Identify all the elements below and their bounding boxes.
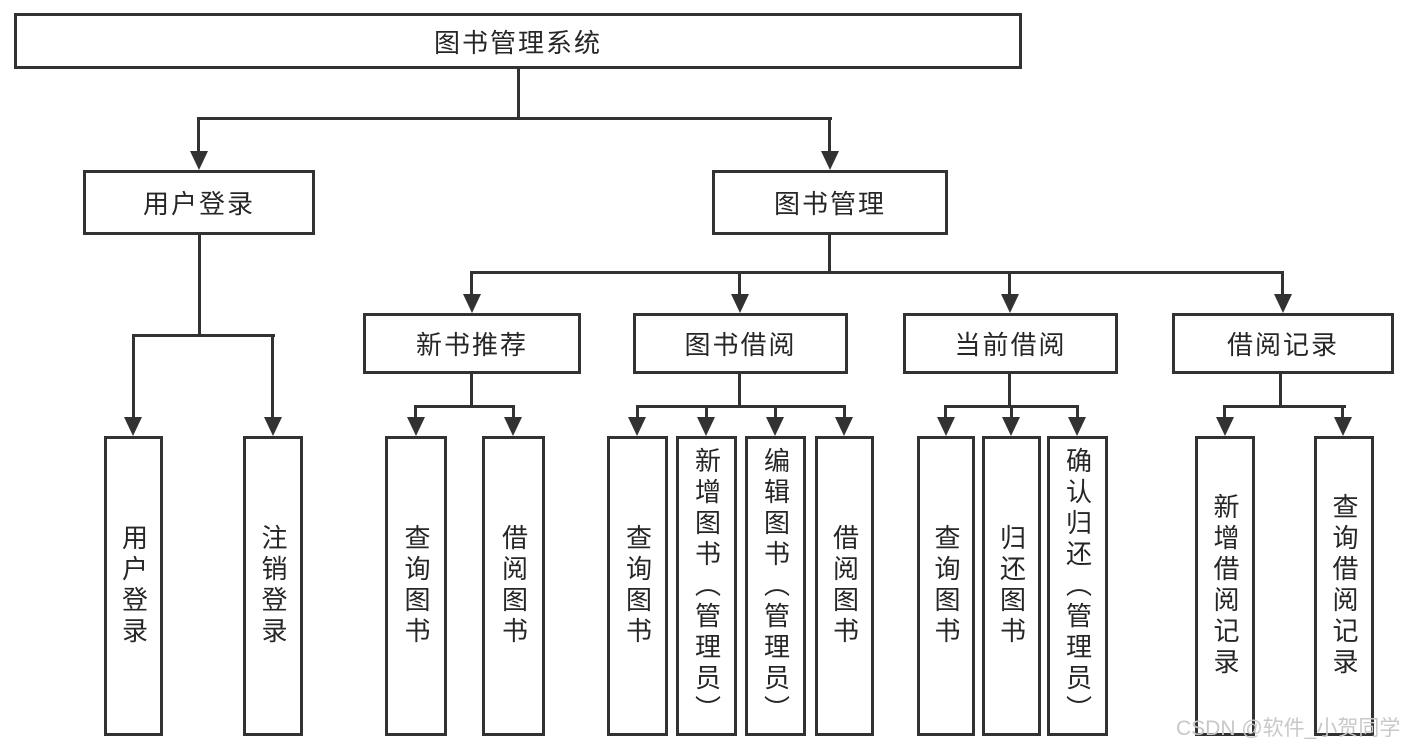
connector-login-stem (198, 235, 201, 336)
arrow-down-icon (463, 294, 481, 313)
leaf-bb-edit-books-admin: 编辑图书（管理员） (745, 436, 806, 736)
connector-drop-bb-add (705, 405, 708, 417)
leaf-bb-query-books: 查询图书 (607, 436, 668, 736)
arrow-down-icon (835, 417, 853, 436)
node-new-book-recommend: 新书推荐 (363, 313, 581, 374)
connector-drop-bb-query (636, 405, 639, 417)
arrow-down-icon (731, 294, 749, 313)
leaf-bb-add-books-admin: 新增图书（管理员） (676, 436, 737, 736)
arrow-down-icon (504, 417, 522, 436)
node-borrow-records: 借阅记录 (1172, 313, 1394, 374)
connector-borrow-bar (636, 405, 846, 408)
arrow-down-icon (407, 417, 425, 436)
connector-drop-cb-confirm (1076, 405, 1079, 417)
arrow-down-icon (937, 417, 955, 436)
node-current-borrow: 当前借阅 (903, 313, 1118, 374)
connector-drop-cb-return (1010, 405, 1013, 417)
node-root: 图书管理系统 (14, 13, 1022, 69)
connector-drop-rec-query (1341, 405, 1344, 417)
arrow-down-icon (264, 417, 282, 436)
connector-root-bar (197, 117, 832, 120)
connector-records-stem (1279, 374, 1282, 407)
connector-borrow-stem (738, 374, 741, 407)
leaf-rec-add-record: 新增借阅记录 (1195, 436, 1255, 736)
connector-records-bar (1223, 405, 1346, 408)
connector-root-stem (517, 68, 520, 120)
connector-drop-rec-add (1223, 405, 1226, 417)
leaf-cb-confirm-return-admin: 确认归还（管理员） (1047, 436, 1108, 736)
arrow-down-icon (1002, 417, 1020, 436)
connector-drop-cb-query (944, 405, 947, 417)
connector-manage-bar (470, 271, 1284, 274)
connector-drop-nb-query (414, 405, 417, 417)
arrow-down-icon (124, 417, 142, 436)
arrow-down-icon (1068, 417, 1086, 436)
leaf-bb-borrow-books: 借阅图书 (815, 436, 874, 736)
node-book-management: 图书管理 (712, 170, 948, 235)
arrow-down-icon (766, 417, 784, 436)
connector-current-stem (1008, 374, 1011, 407)
leaf-logout: 注销登录 (243, 436, 303, 736)
leaf-user-login: 用户登录 (104, 436, 163, 736)
connector-newbook-bar (414, 405, 515, 408)
connector-drop-records (1281, 271, 1284, 294)
connector-drop-nb-borrow (512, 405, 515, 417)
csdn-watermark: CSDN @软件_小贺同学 (1176, 717, 1401, 740)
arrow-down-icon (1216, 417, 1234, 436)
leaf-rec-query-record: 查询借阅记录 (1314, 436, 1374, 736)
connector-login-bar (132, 334, 275, 337)
connector-drop-bb-borrow (843, 405, 846, 417)
connector-drop-manage (828, 117, 831, 151)
arrow-down-icon (697, 417, 715, 436)
node-user-login: 用户登录 (83, 170, 315, 235)
connector-manage-stem (828, 235, 831, 273)
leaf-nb-query-books: 查询图书 (385, 436, 447, 736)
arrow-down-icon (190, 151, 208, 170)
connector-drop-borrow (738, 271, 741, 294)
arrow-down-icon (1274, 294, 1292, 313)
connector-drop-login (197, 117, 200, 151)
leaf-nb-borrow-books: 借阅图书 (482, 436, 545, 736)
arrow-down-icon (1334, 417, 1352, 436)
leaf-cb-query-books: 查询图书 (917, 436, 975, 736)
connector-newbook-stem (470, 374, 473, 407)
node-book-borrow: 图书借阅 (633, 313, 848, 374)
connector-drop-login-user (132, 334, 135, 417)
arrow-down-icon (1001, 294, 1019, 313)
connector-drop-current (1008, 271, 1011, 294)
connector-drop-bb-edit (774, 405, 777, 417)
arrow-down-icon (628, 417, 646, 436)
arrow-down-icon (821, 151, 839, 170)
connector-drop-logout (271, 334, 274, 417)
connector-drop-newbook (470, 271, 473, 294)
leaf-cb-return-books: 归还图书 (982, 436, 1041, 736)
